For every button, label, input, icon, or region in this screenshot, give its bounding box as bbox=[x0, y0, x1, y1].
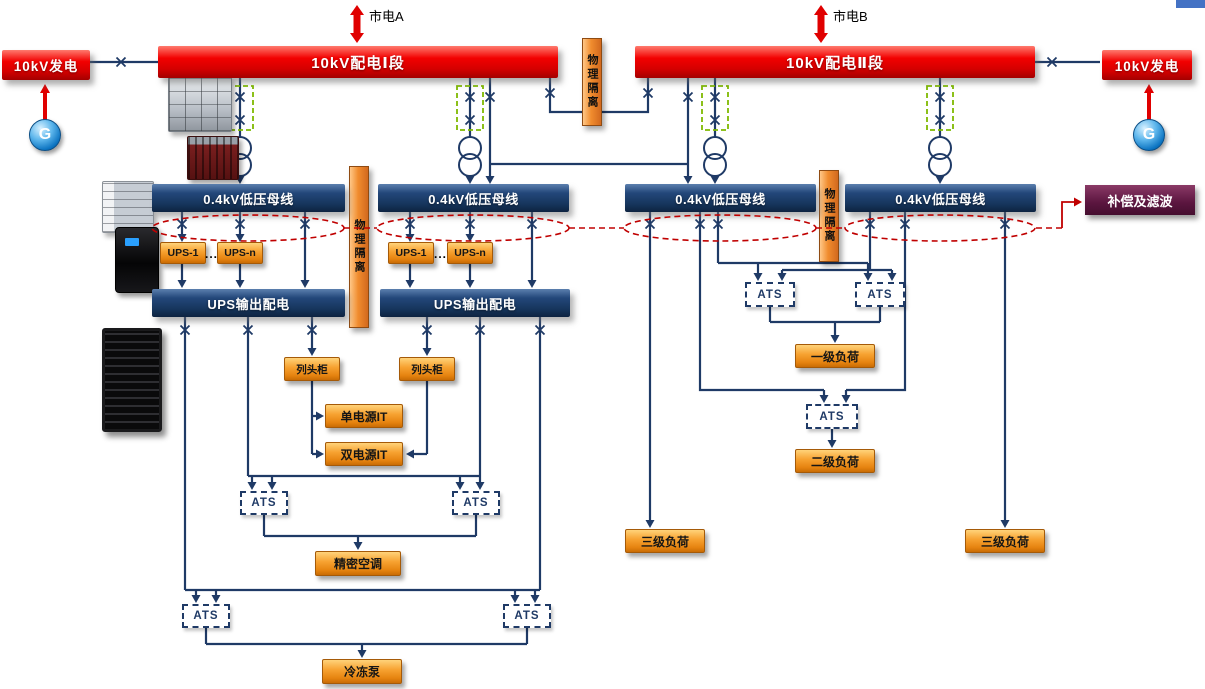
flow-arrowheads bbox=[177, 176, 1010, 658]
physical-isolation-bar-left: 物理隔离 bbox=[349, 166, 369, 328]
physical-isolation-bar-top: 物理隔离 bbox=[582, 38, 602, 126]
level-3-load-box: 三级负荷 bbox=[625, 529, 705, 553]
level-1-load-box: 一级负荷 bbox=[795, 344, 875, 368]
physical-isolation-bar-right: 物理隔离 bbox=[819, 170, 839, 262]
compensation-filter-box: 补偿及滤波 bbox=[1085, 185, 1195, 215]
ats-box: ATS bbox=[452, 491, 500, 515]
utility-a-arrow-icon bbox=[350, 5, 364, 43]
ups-output-bar-2: UPS输出配电 bbox=[380, 289, 570, 317]
transformer-symbols bbox=[228, 136, 952, 177]
row-cabinet-2-box: 列头柜 bbox=[399, 357, 455, 381]
generation-bar-left: 10kV发电 bbox=[2, 50, 90, 80]
ats-box: ATS bbox=[745, 282, 795, 307]
power-module-image bbox=[102, 181, 154, 233]
utility-a-label: 市电A bbox=[369, 9, 404, 24]
compensation-arrow-icon bbox=[1074, 197, 1082, 207]
lv-busbar-1: 0.4kV低压母线 bbox=[152, 184, 345, 212]
dual-source-it-box: 双电源IT bbox=[325, 442, 403, 466]
ups-1-box: UPS-1 bbox=[160, 242, 206, 264]
ats-box: ATS bbox=[182, 604, 230, 628]
ups-tower-image bbox=[115, 227, 159, 293]
transformer-image bbox=[187, 136, 239, 180]
generator-right-icon: G bbox=[1133, 119, 1165, 151]
lv-busbar-3: 0.4kV低压母线 bbox=[625, 184, 816, 212]
ups-ellipsis: ... bbox=[205, 247, 219, 261]
chiller-pump-box: 冷冻泵 bbox=[322, 659, 402, 684]
ats-box: ATS bbox=[806, 404, 858, 429]
ats-box: ATS bbox=[240, 491, 288, 515]
compensation-feed-line bbox=[1061, 201, 1074, 228]
ups-n-box: UPS-n bbox=[447, 242, 493, 264]
single-source-it-box: 单电源IT bbox=[325, 404, 403, 428]
precision-ac-box: 精密空调 bbox=[315, 551, 401, 576]
power-lines bbox=[90, 60, 1100, 651]
generator-left-icon: G bbox=[29, 119, 61, 151]
corner-decoration bbox=[1176, 0, 1205, 8]
distribution-section-2-bar: 10kV配电Ⅱ段 bbox=[635, 46, 1035, 78]
ups-1-box: UPS-1 bbox=[388, 242, 434, 264]
utility-b-arrow-icon bbox=[814, 5, 828, 43]
level-3-load-box: 三级负荷 bbox=[965, 529, 1045, 553]
distribution-section-1-bar: 10kV配电Ⅰ段 bbox=[158, 46, 558, 78]
utility-b-label: 市电B bbox=[833, 9, 868, 24]
ups-output-bar-1: UPS输出配电 bbox=[152, 289, 345, 317]
switchgear-image bbox=[168, 76, 232, 132]
ups-n-box: UPS-n bbox=[217, 242, 263, 264]
ups-ellipsis: ... bbox=[434, 247, 448, 261]
row-cabinet-1-box: 列头柜 bbox=[284, 357, 340, 381]
lv-busbar-2: 0.4kV低压母线 bbox=[378, 184, 569, 212]
ats-box: ATS bbox=[855, 282, 905, 307]
lv-busbar-4: 0.4kV低压母线 bbox=[845, 184, 1036, 212]
ats-box: ATS bbox=[503, 604, 551, 628]
redundancy-ring-ellipses bbox=[151, 214, 1062, 242]
server-rack-image bbox=[102, 328, 162, 432]
level-2-load-box: 二级负荷 bbox=[795, 449, 875, 473]
generation-bar-right: 10kV发电 bbox=[1102, 50, 1192, 80]
